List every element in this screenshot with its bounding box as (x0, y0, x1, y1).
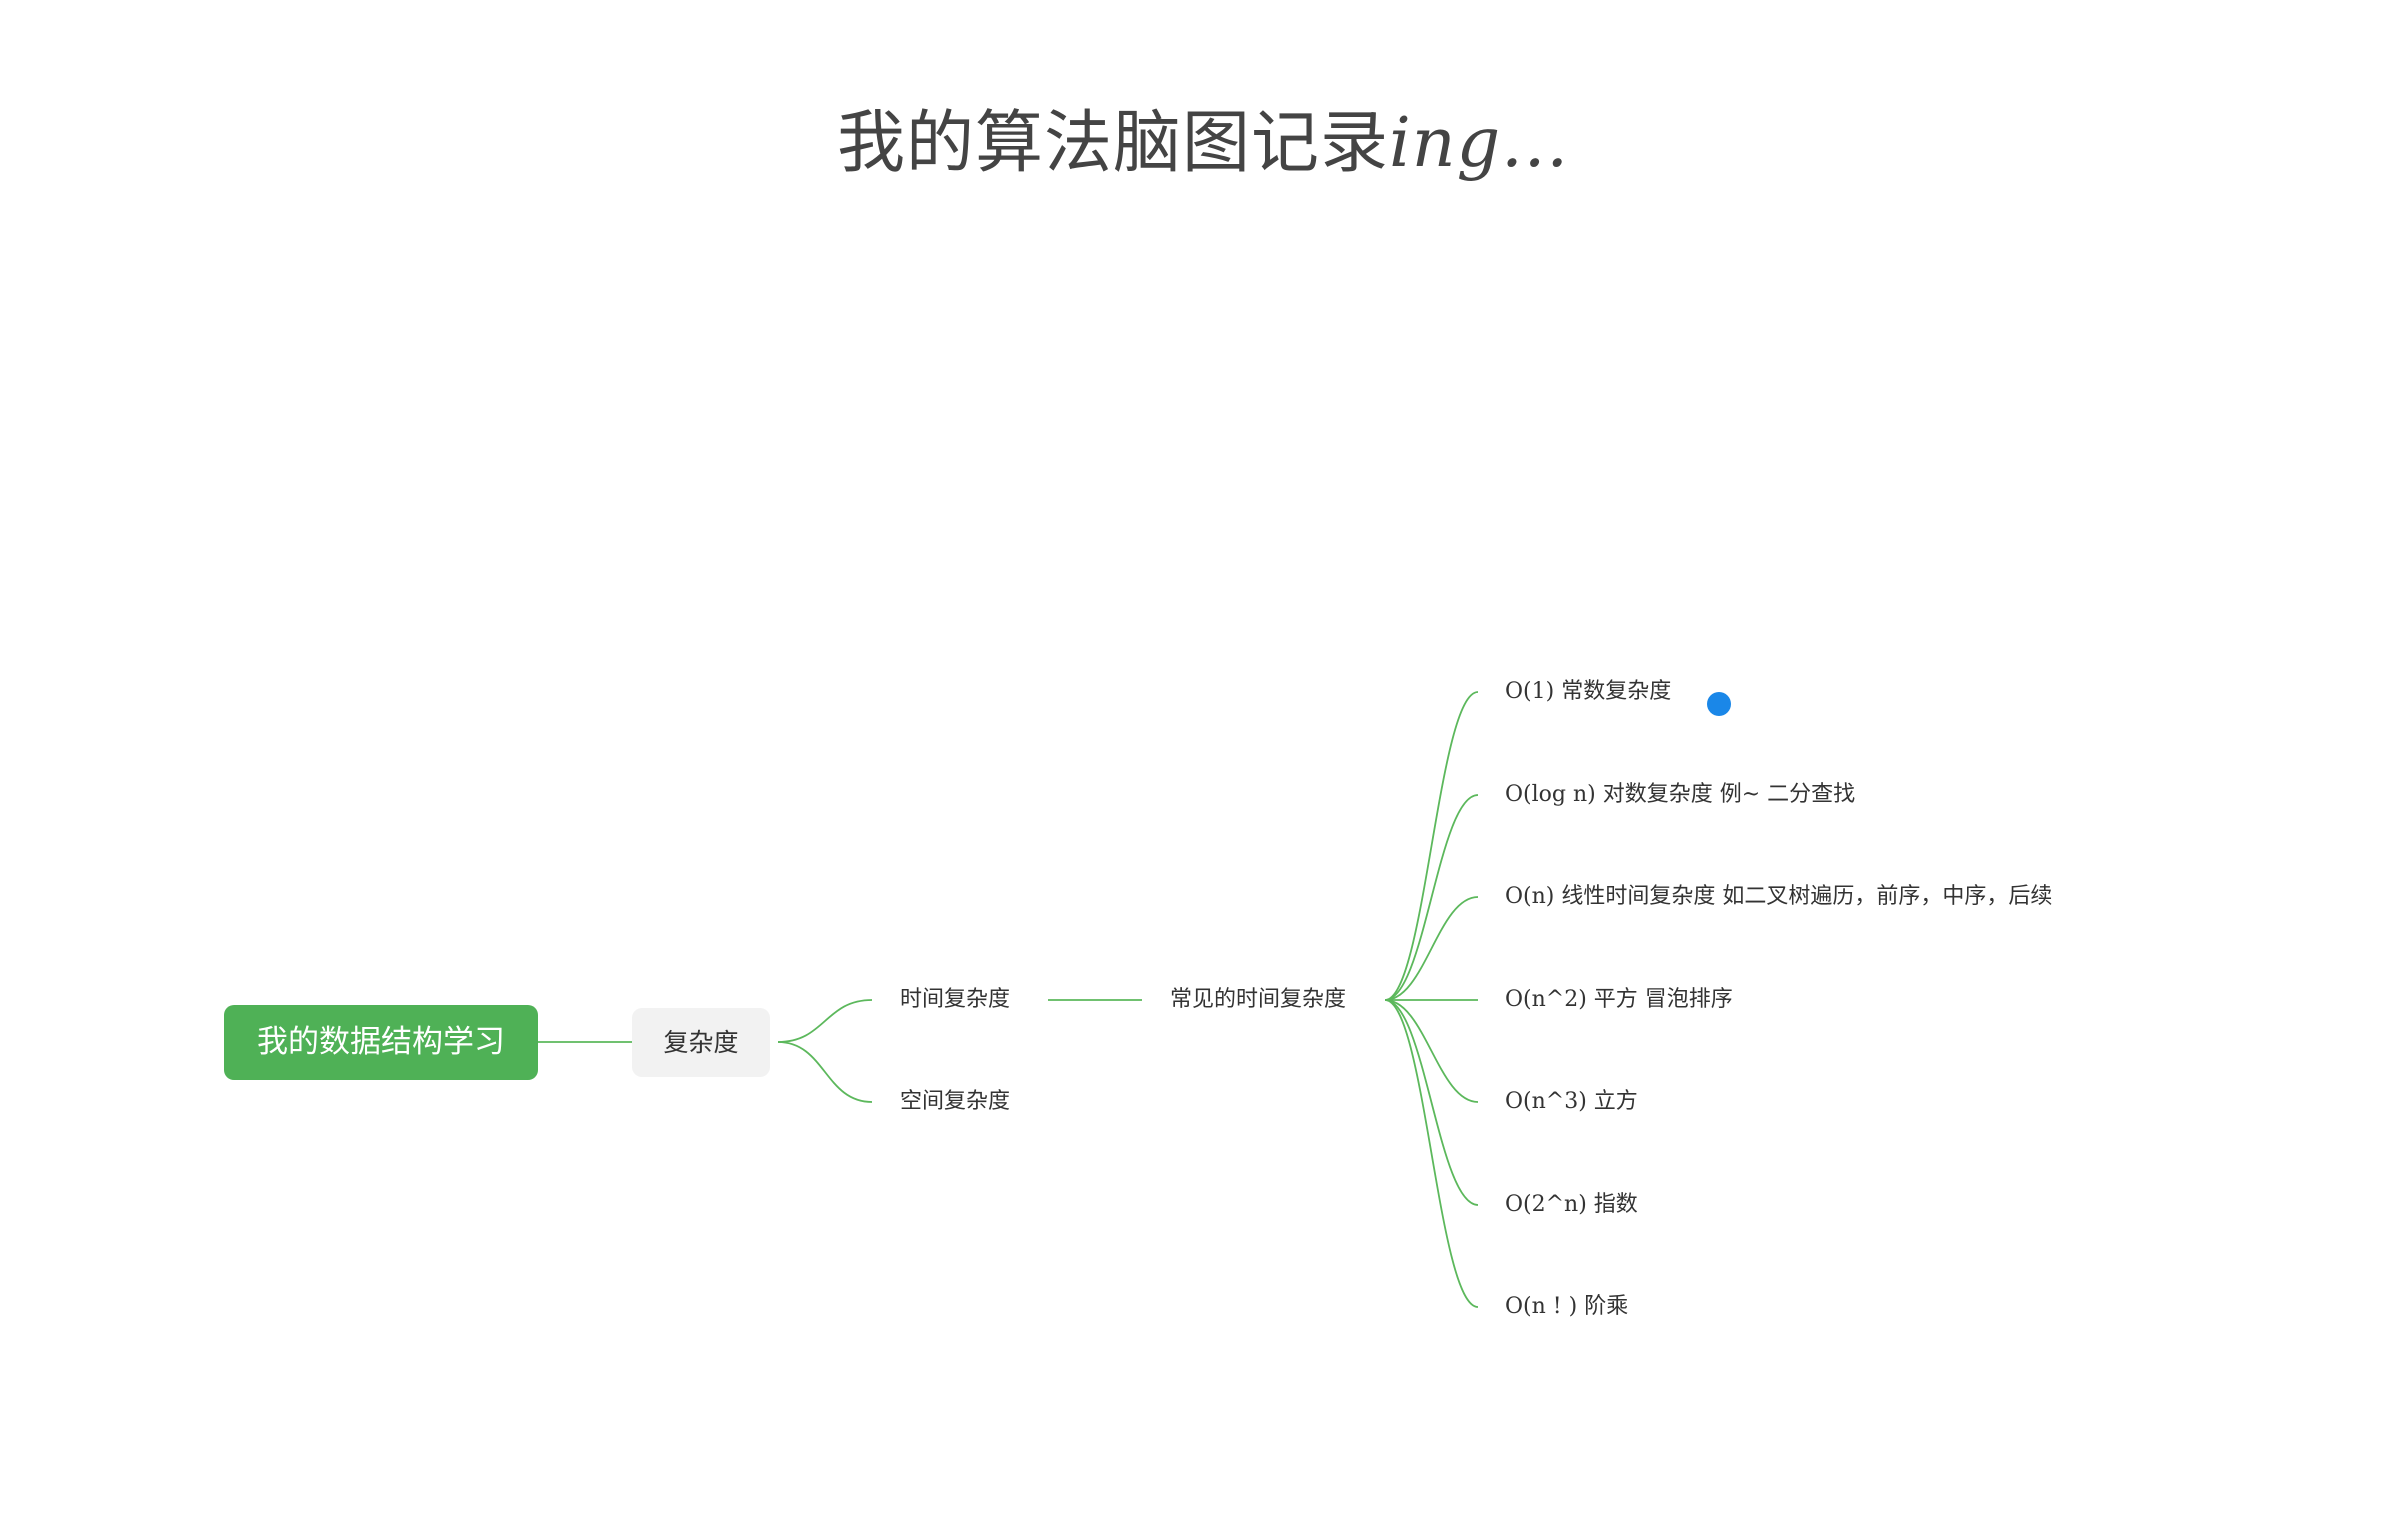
leaf-node-ologn[interactable]: O(log n) 对数复杂度 例~ 二分查找 (1505, 782, 1856, 807)
cursor-dot-icon (1707, 692, 1731, 716)
page-title-main: 我的算法脑图记录 (837, 104, 1390, 183)
leaf-node-on3[interactable]: O(n^3) 立方 (1505, 1089, 1638, 1114)
common-time-complexity-node[interactable]: 常见的时间复杂度 (1170, 987, 1347, 1012)
edge-common-leaf-4 (1384, 999, 1479, 1103)
edge-common-leaf-1 (1384, 794, 1479, 1001)
page-title: 我的算法脑图记录ing... (0, 110, 2406, 178)
page-title-suffix: ing... (1389, 104, 1569, 183)
edge-complexity-space (777, 1041, 873, 1103)
leaf-node-o2n[interactable]: O(2^n) 指数 (1505, 1192, 1638, 1217)
edge-common-leaf-0 (1384, 691, 1479, 1001)
leaf-node-on2[interactable]: O(n^2) 平方 冒泡排序 (1505, 987, 1733, 1012)
leaf-node-on[interactable]: O(n) 线性时间复杂度 如二叉树遍历，前序，中序，后续 (1505, 884, 2053, 909)
leaf-node-onfact[interactable]: O(n ! ) 阶乘 (1505, 1294, 1629, 1319)
edge-common-leaf-6 (1384, 999, 1479, 1308)
complexity-node[interactable]: 复杂度 (632, 1008, 770, 1077)
edge-common-leaf-2 (1384, 896, 1479, 1001)
leaf-node-o1[interactable]: O(1) 常数复杂度 (1505, 679, 1672, 704)
edge-complexity-time (777, 999, 873, 1043)
edge-common-leaf-5 (1384, 999, 1479, 1206)
space-complexity-node[interactable]: 空间复杂度 (900, 1089, 1011, 1114)
time-complexity-node[interactable]: 时间复杂度 (900, 987, 1011, 1012)
root-node[interactable]: 我的数据结构学习 (224, 1005, 538, 1080)
